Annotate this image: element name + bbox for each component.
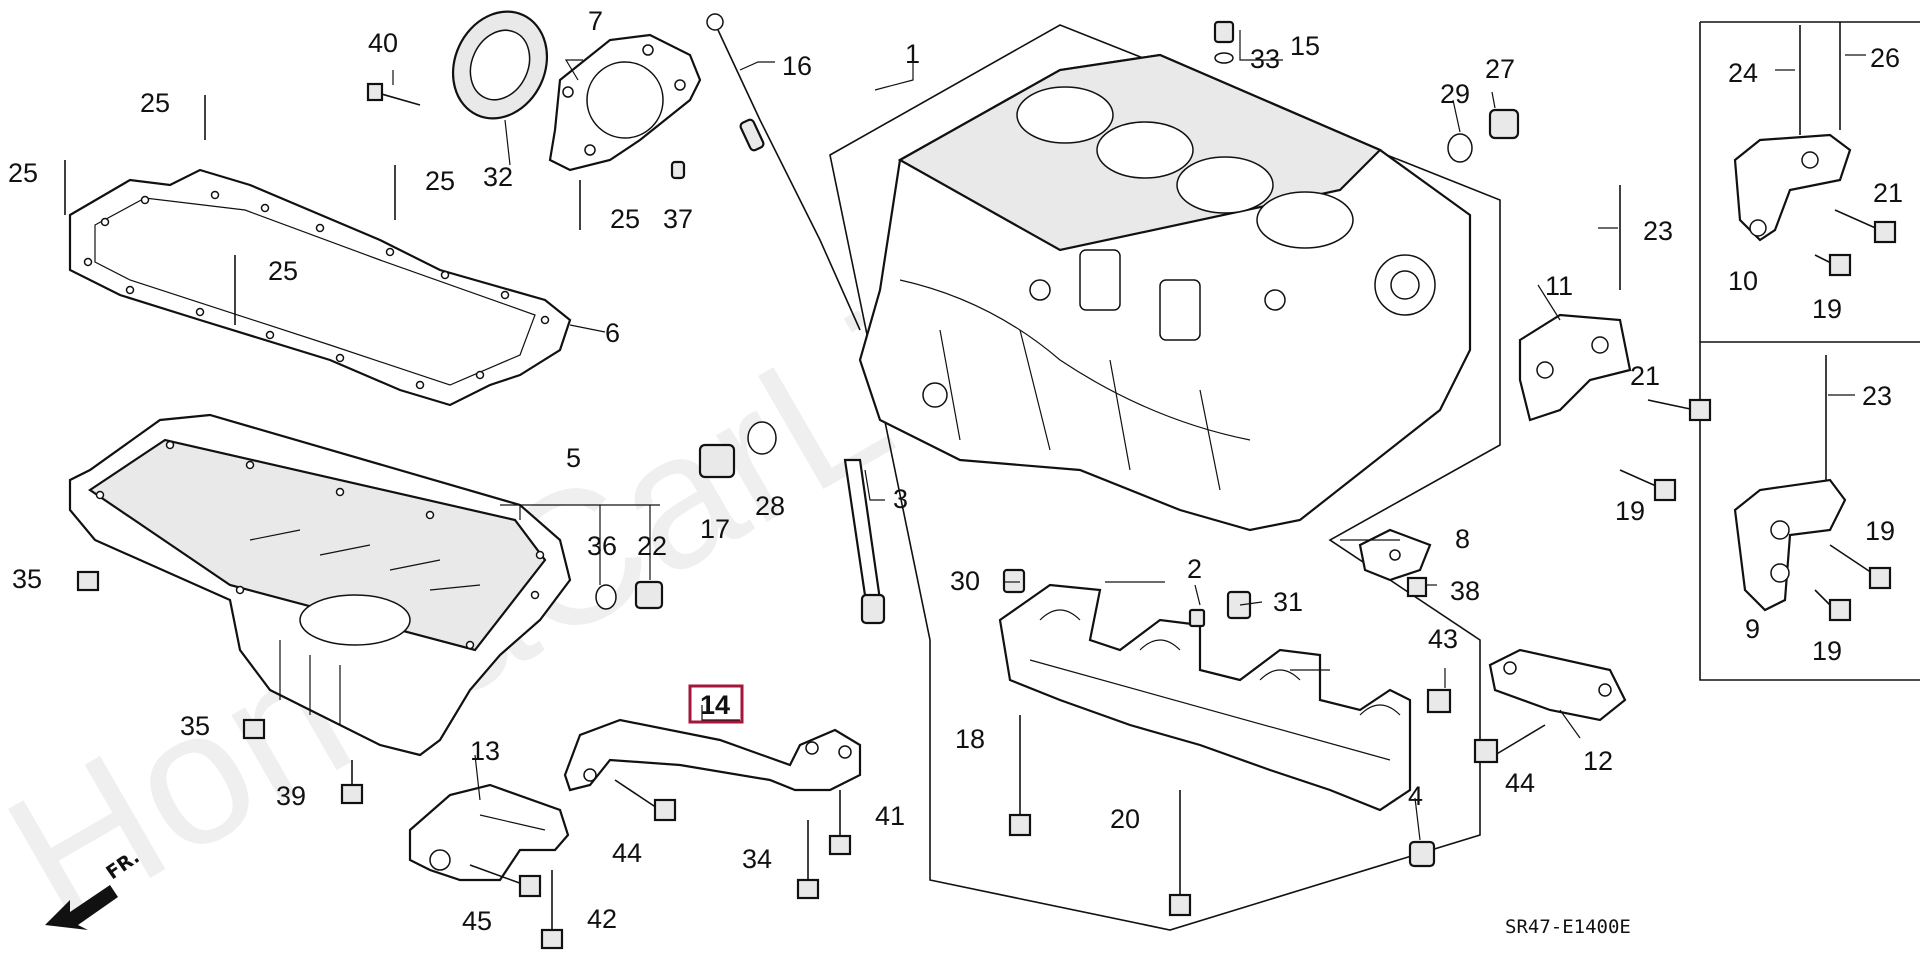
label-27[interactable]: 27 [1485,54,1515,84]
label-9[interactable]: 9 [1745,614,1760,644]
label-30[interactable]: 30 [950,566,980,596]
label-35b[interactable]: 35 [180,711,210,741]
label-41[interactable]: 41 [875,801,905,831]
label-43[interactable]: 43 [1428,624,1458,654]
label-32[interactable]: 32 [483,162,513,192]
side-mount-bracket-part[interactable] [1488,648,1627,722]
label-29[interactable]: 29 [1440,79,1470,109]
label-31[interactable]: 31 [1273,587,1303,617]
front-arrow-icon [45,885,118,930]
label-35a[interactable]: 35 [12,564,42,594]
label-11[interactable]: 11 [1545,271,1573,301]
label-33[interactable]: 33 [1250,44,1280,74]
label-19d[interactable]: 19 [1812,636,1842,666]
highlight-box [688,684,744,724]
gasket-holes [83,190,550,390]
label-25e[interactable]: 25 [610,204,640,234]
label-28[interactable]: 28 [755,491,785,521]
fasteners [64,20,1897,950]
leader-lines [392,30,1866,841]
label-13[interactable]: 13 [470,736,500,766]
label-4[interactable]: 4 [1408,781,1423,811]
label-25a[interactable]: 25 [140,88,170,118]
label-3[interactable]: 3 [893,484,908,514]
seal-case-part[interactable] [548,33,702,172]
inset-panel [1699,21,1920,681]
label-20[interactable]: 20 [1110,804,1140,834]
label-26[interactable]: 26 [1870,43,1900,73]
label-44b[interactable]: 44 [1505,768,1535,798]
label-40[interactable]: 40 [368,28,398,58]
label-25b[interactable]: 25 [8,158,38,188]
bearing-cap-bridge-part[interactable] [998,583,1412,812]
label-22[interactable]: 22 [637,531,667,561]
label-5[interactable]: 5 [566,443,581,473]
label-16[interactable]: 16 [782,51,812,81]
highlighted-part-14[interactable]: 14 [688,684,744,724]
label-19b[interactable]: 19 [1812,294,1842,324]
label-6[interactable]: 6 [605,318,620,348]
label-24[interactable]: 24 [1728,58,1758,88]
callout-labels: 1 2 3 4 5 6 7 8 9 10 11 12 13 14 15 16 1… [8,6,1903,936]
label-2[interactable]: 2 [1187,554,1202,584]
label-7[interactable]: 7 [588,6,603,36]
cylinder-block-part[interactable] [858,53,1472,532]
label-45[interactable]: 45 [462,906,492,936]
inset-mount-bracket-lower[interactable] [1733,478,1847,612]
label-25d[interactable]: 25 [268,256,298,286]
dipstick-guide-part[interactable] [843,458,886,625]
label-10[interactable]: 10 [1728,266,1758,296]
stiffener-part[interactable] [563,718,862,792]
label-21b[interactable]: 21 [1630,361,1660,391]
lower-bracket-part[interactable] [408,783,570,882]
dipstick-part[interactable] [706,13,861,331]
label-23a[interactable]: 23 [1643,216,1673,246]
label-39[interactable]: 39 [276,781,306,811]
label-8[interactable]: 8 [1455,524,1470,554]
label-19a[interactable]: 19 [1615,496,1645,526]
label-36[interactable]: 36 [587,531,617,561]
label-18[interactable]: 18 [955,724,985,754]
dowel-pin-part[interactable] [670,160,686,180]
oil-pan-part[interactable] [68,413,572,757]
label-14[interactable]: 14 [700,690,730,720]
label-19c[interactable]: 19 [1865,516,1895,546]
label-1[interactable]: 1 [905,39,920,69]
label-42[interactable]: 42 [587,904,617,934]
label-34[interactable]: 34 [742,844,772,874]
oil-pan-gasket-part[interactable] [68,168,572,407]
small-bracket-part[interactable] [1358,528,1432,582]
label-37[interactable]: 37 [663,204,693,234]
label-12[interactable]: 12 [1583,746,1613,776]
inset-mount-bracket-upper[interactable] [1733,133,1852,242]
label-15[interactable]: 15 [1290,31,1320,61]
diagram-code: SR47-E1400E [1505,916,1631,938]
label-44a[interactable]: 44 [612,838,642,868]
label-38[interactable]: 38 [1450,576,1480,606]
label-21a[interactable]: 21 [1873,178,1903,208]
label-17[interactable]: 17 [700,514,730,544]
label-25c[interactable]: 25 [425,166,455,196]
oil-seal-part[interactable] [436,0,564,134]
front-mount-bracket-part[interactable] [1518,313,1632,422]
label-23b[interactable]: 23 [1862,381,1892,411]
